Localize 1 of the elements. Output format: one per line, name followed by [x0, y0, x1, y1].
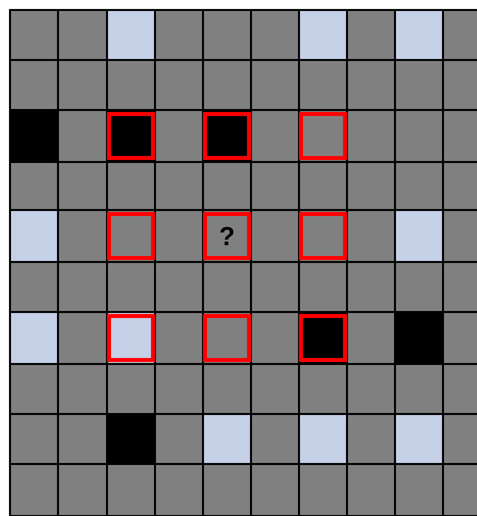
question-cell: ?: [203, 212, 251, 260]
